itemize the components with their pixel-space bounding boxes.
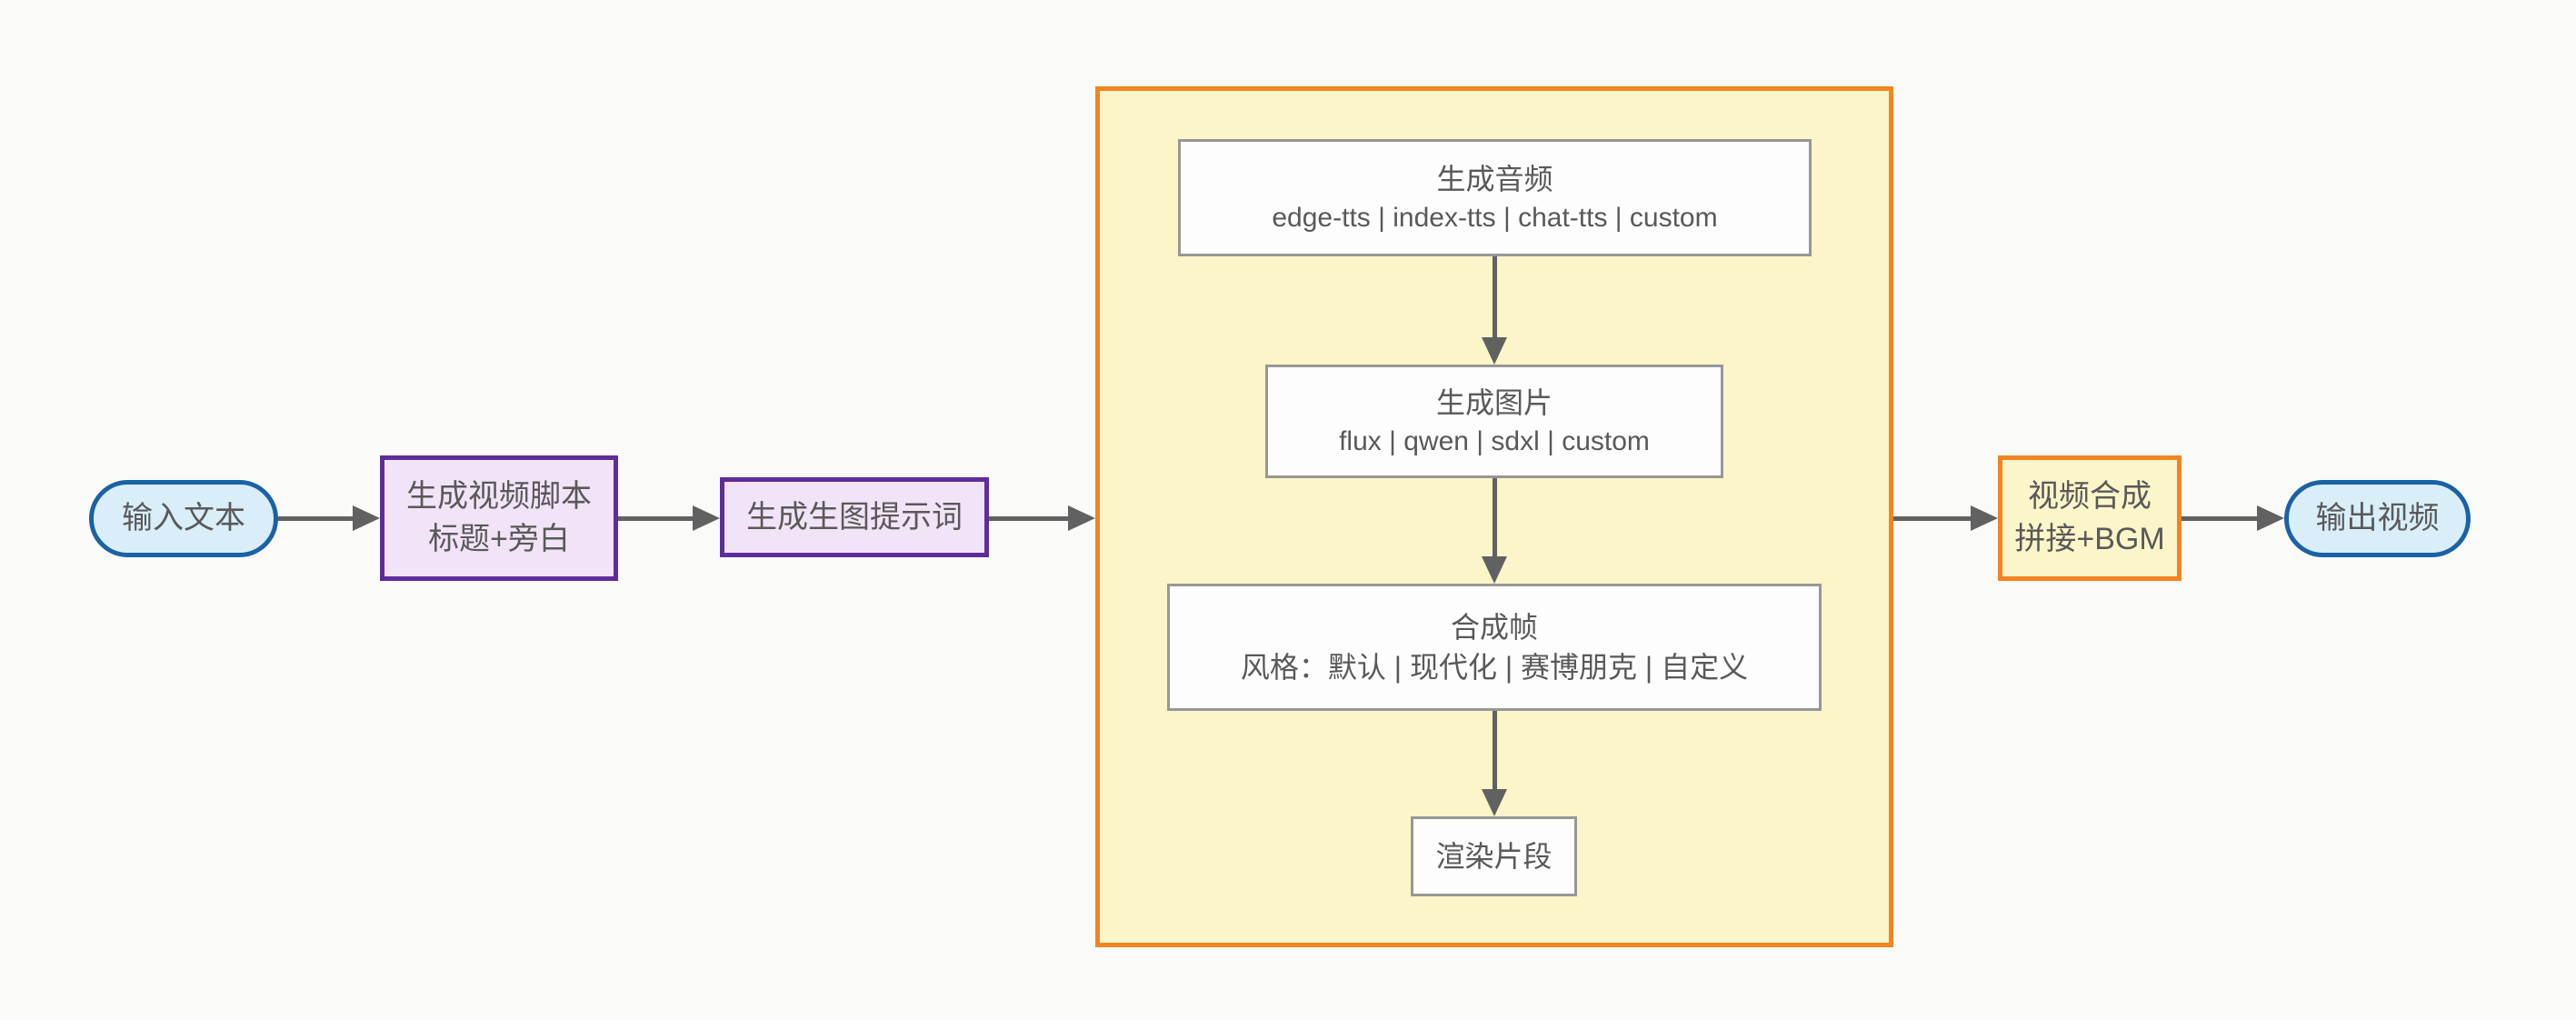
arrowhead-down-icon: [1482, 789, 1507, 816]
arrowhead-right-icon: [2257, 505, 2284, 531]
arrow-frame-to-render: [1482, 711, 1507, 816]
node-generate-audio: 生成音频 edge-tts | index-tts | chat-tts | c…: [1178, 139, 1812, 256]
node-generate-image-line1: 生成图片: [1435, 385, 1553, 419]
arrow-prompt-to-pipeline: [989, 505, 1095, 531]
node-generate-video-script: 生成视频脚本 标题+旁白: [380, 455, 618, 581]
arrow-input-to-script: [278, 505, 380, 531]
node-generate-image-prompt: 生成生图提示词: [720, 477, 989, 557]
arrowhead-right-icon: [1971, 505, 1998, 531]
node-generate-video-script-line1: 生成视频脚本: [406, 479, 592, 515]
arrow-line: [2182, 515, 2257, 521]
arrow-pipeline-to-compose: [1893, 505, 1998, 531]
arrow-audio-to-image: [1482, 256, 1507, 365]
node-video-compose-line1: 视频合成: [2028, 479, 2152, 515]
node-generate-image-prompt-label: 生成生图提示词: [746, 499, 963, 535]
arrow-line: [618, 515, 693, 521]
arrow-line: [989, 515, 1068, 521]
node-output-video-label: 输出视频: [2315, 501, 2440, 536]
arrow-line: [278, 515, 353, 521]
node-render-clip-label: 渲染片段: [1435, 839, 1553, 873]
arrow-line: [1492, 711, 1497, 789]
arrowhead-down-icon: [1482, 556, 1507, 584]
node-output-video: 输出视频: [2284, 480, 2471, 557]
node-compose-frame-line1: 合成帧: [1450, 610, 1538, 644]
node-input-text-label: 输入文本: [122, 501, 245, 536]
arrow-line: [1893, 515, 1971, 521]
node-input-text: 输入文本: [89, 480, 278, 557]
arrowhead-right-icon: [353, 505, 380, 531]
node-generate-image-line2: flux | qwen | sdxl | custom: [1339, 425, 1650, 456]
node-generate-audio-line2: edge-tts | index-tts | chat-tts | custom: [1272, 202, 1718, 233]
node-generate-image: 生成图片 flux | qwen | sdxl | custom: [1265, 365, 1723, 478]
arrow-script-to-prompt: [618, 505, 720, 531]
arrow-image-to-frame: [1482, 478, 1507, 584]
node-compose-frame: 合成帧 风格：默认 | 现代化 | 赛博朋克 | 自定义: [1167, 584, 1822, 711]
node-render-clip: 渲染片段: [1411, 816, 1577, 896]
node-compose-frame-line2: 风格：默认 | 现代化 | 赛博朋克 | 自定义: [1240, 651, 1749, 684]
node-generate-video-script-line2: 标题+旁白: [428, 522, 570, 556]
arrow-line: [1492, 478, 1497, 556]
node-generate-audio-line1: 生成音频: [1436, 162, 1553, 195]
arrowhead-right-icon: [693, 505, 720, 531]
arrow-line: [1492, 256, 1497, 337]
arrow-compose-to-output: [2182, 505, 2284, 531]
arrowhead-down-icon: [1482, 337, 1507, 365]
arrowhead-right-icon: [1068, 505, 1095, 531]
node-video-compose: 视频合成 拼接+BGM: [1998, 455, 2182, 581]
node-video-compose-line2: 拼接+BGM: [2014, 522, 2165, 556]
